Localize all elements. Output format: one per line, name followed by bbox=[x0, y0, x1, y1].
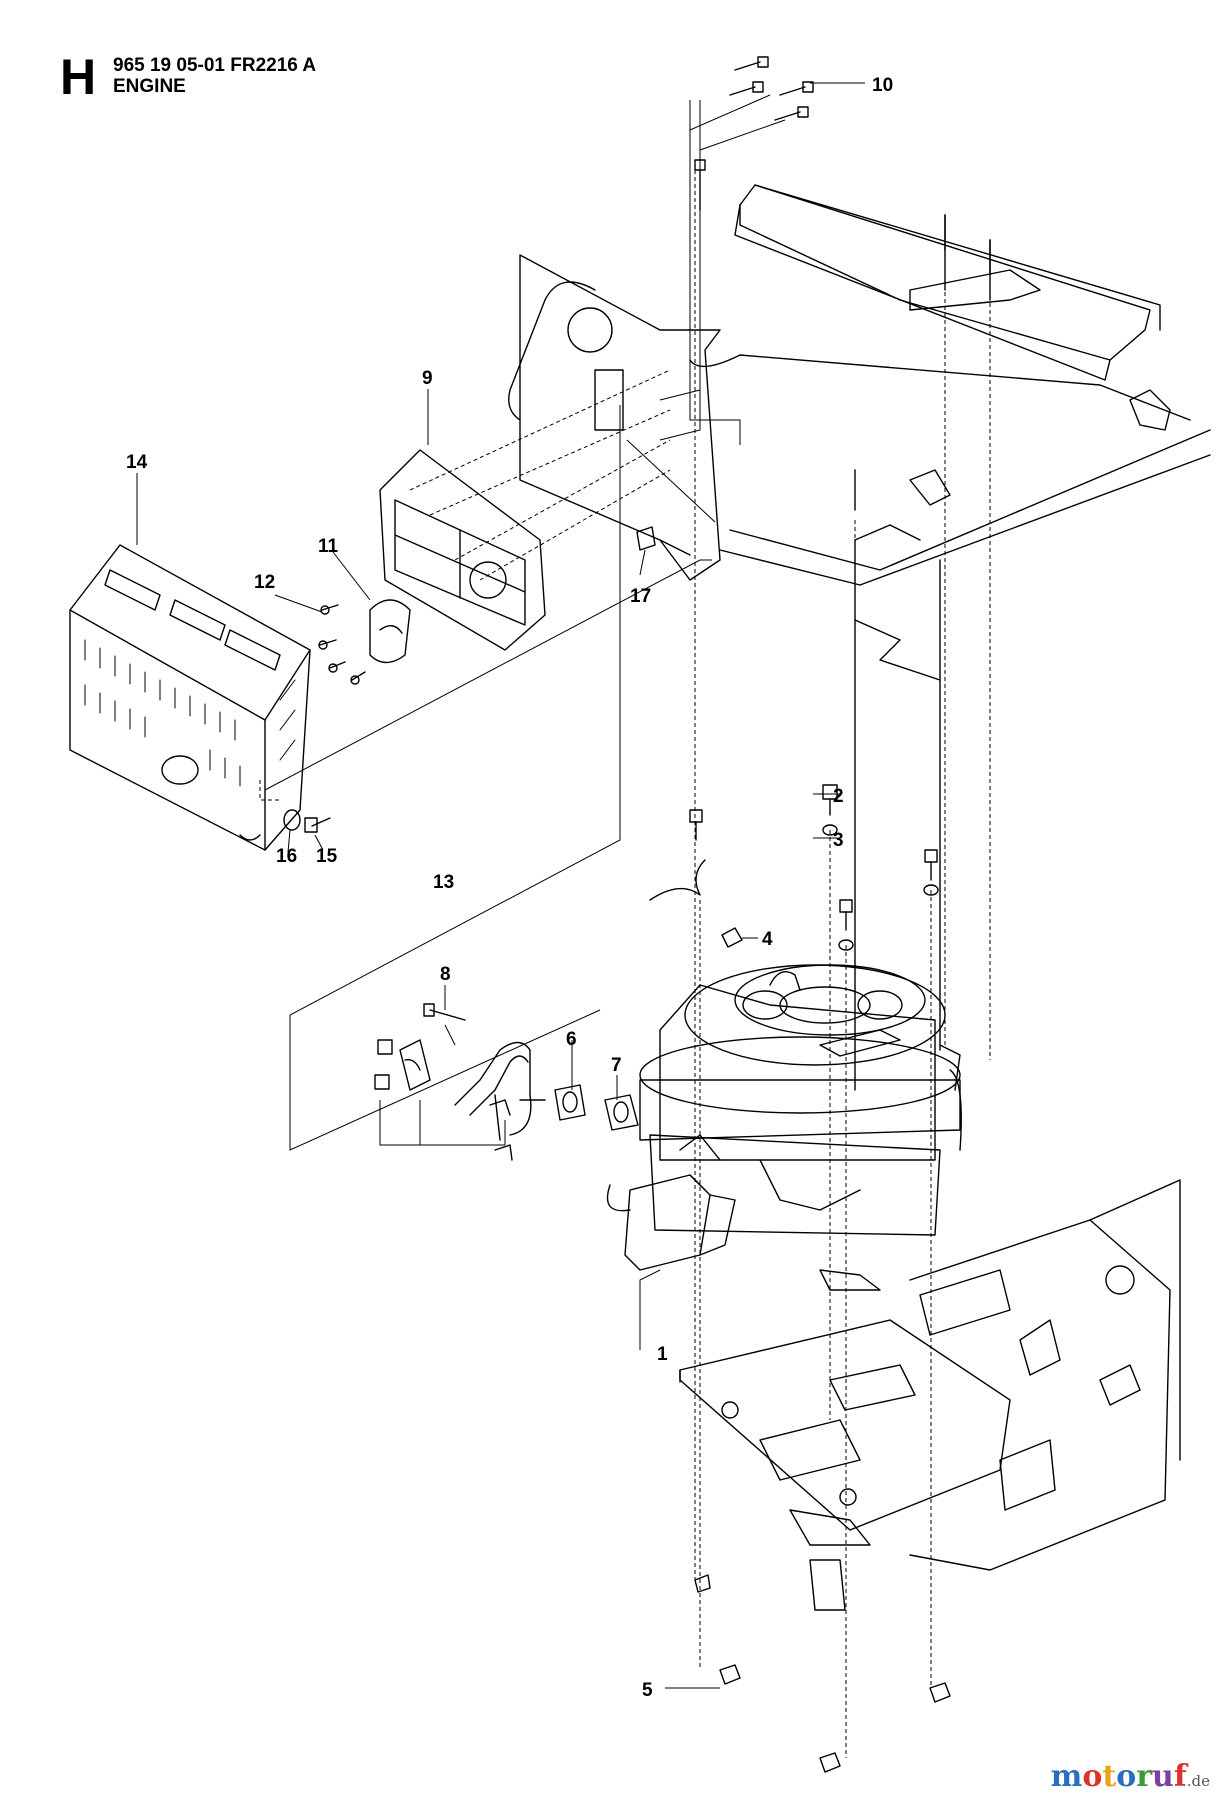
section-title: ENGINE bbox=[113, 76, 186, 97]
watermark-logo: motoruf.de bbox=[1051, 1759, 1210, 1794]
callout-14: 14 bbox=[126, 452, 148, 473]
watermark-suffix: .de bbox=[1186, 1772, 1210, 1790]
watermark-text: motoruf bbox=[1050, 1759, 1187, 1794]
exhaust-pipe bbox=[454, 1041, 546, 1141]
nuts-5 bbox=[694, 1574, 951, 1773]
engine-block bbox=[639, 964, 962, 1291]
exhaust-gasket-6 bbox=[554, 1084, 586, 1121]
air-filter-element bbox=[379, 449, 546, 651]
callout-1: 1 bbox=[657, 1344, 668, 1365]
callout-12: 12 bbox=[254, 572, 275, 593]
wire-lead bbox=[649, 859, 706, 901]
part-number: 965 19 05-01 FR2216 A bbox=[113, 55, 317, 76]
air-filter-adapter-11 bbox=[369, 599, 411, 664]
frame-lower-chassis bbox=[909, 1179, 1181, 1571]
lockwasher-4 bbox=[721, 927, 743, 948]
callout-15: 15 bbox=[316, 846, 338, 867]
frame-bracket-right bbox=[854, 389, 1171, 541]
engine-muffler bbox=[606, 1134, 736, 1271]
callout-10: 10 bbox=[872, 75, 893, 96]
exhaust-clamp-13 bbox=[374, 1039, 513, 1161]
exhaust-gasket-7 bbox=[604, 1094, 639, 1131]
callout-9: 9 bbox=[422, 368, 433, 389]
exhaust-bolt-8 bbox=[423, 1003, 466, 1021]
screws-12 bbox=[318, 604, 366, 685]
frame-outline bbox=[508, 184, 1211, 1091]
callout-17: 17 bbox=[630, 586, 651, 607]
callout-8: 8 bbox=[440, 964, 451, 985]
air-filter-housing bbox=[519, 254, 721, 581]
callout-6: 6 bbox=[566, 1029, 577, 1050]
callout-16: 16 bbox=[276, 846, 297, 867]
callout-5: 5 bbox=[642, 1680, 653, 1701]
callout-3: 3 bbox=[833, 830, 844, 851]
engine-mount-plate bbox=[679, 1319, 1011, 1611]
callout-2: 2 bbox=[833, 786, 844, 807]
frame-pad-right bbox=[909, 214, 1041, 311]
bolts-2-3 bbox=[689, 784, 939, 951]
air-filter-cover bbox=[69, 544, 311, 851]
washer-16-bolt-15 bbox=[283, 809, 331, 833]
callout-7: 7 bbox=[611, 1055, 622, 1076]
nut-17 bbox=[636, 526, 656, 551]
callout-4: 4 bbox=[762, 929, 773, 950]
callout-11: 11 bbox=[318, 536, 339, 557]
callout-13: 13 bbox=[433, 872, 454, 893]
section-letter: H bbox=[60, 49, 97, 105]
